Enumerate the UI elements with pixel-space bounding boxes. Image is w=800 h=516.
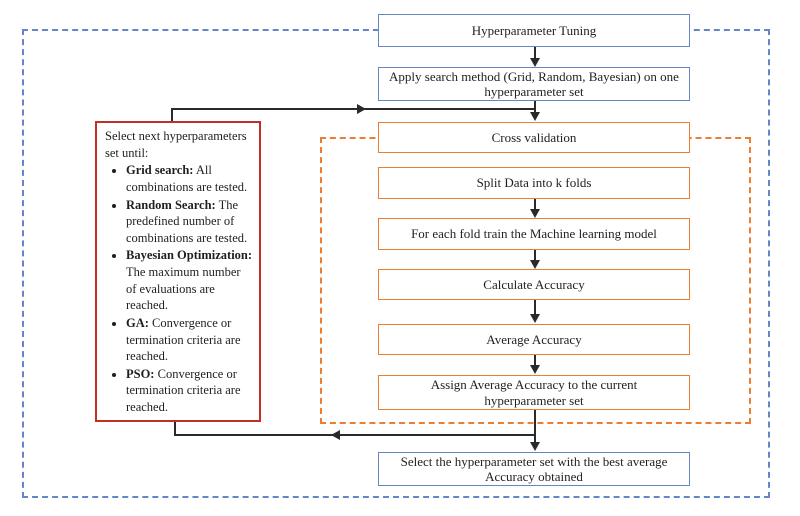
feedback-line — [174, 421, 176, 436]
connector-line — [534, 300, 536, 315]
node-label: For each fold train the Machine learning… — [411, 226, 657, 242]
list-text: The maximum number of evaluations are re… — [126, 265, 241, 313]
termination-criteria-title: Select next hyperparameters set until: — [105, 129, 247, 160]
arrowhead-down-icon — [530, 209, 540, 218]
feedback-line — [171, 108, 536, 110]
arrowhead-down-icon — [530, 314, 540, 323]
list-term: GA: — [126, 315, 149, 330]
list-term: Grid search: — [126, 163, 194, 178]
arrowhead-down-icon — [530, 112, 540, 121]
node-label: Average Accuracy — [486, 331, 582, 347]
list-item-random-search: Random Search: The predefined number of … — [126, 197, 254, 247]
node-assign-average-accuracy: Assign Average Accuracy to the current h… — [378, 375, 690, 410]
connector-line — [534, 199, 536, 210]
node-apply-search-method: Apply search method (Grid, Random, Bayes… — [378, 67, 690, 101]
node-label: Hyperparameter Tuning — [471, 22, 597, 38]
arrowhead-left-icon — [331, 430, 340, 440]
connector-line — [534, 250, 536, 261]
list-term: Random Search: — [126, 197, 216, 212]
list-text: Convergence or termination criteria are … — [126, 315, 241, 364]
connector-line — [534, 410, 536, 443]
arrowhead-right-icon — [357, 104, 366, 114]
node-label: Apply search method (Grid, Random, Bayes… — [389, 68, 679, 99]
node-label: Cross validation — [491, 129, 577, 145]
termination-criteria-panel: Select next hyperparameters set until: G… — [95, 121, 261, 422]
list-item-ga: GA: Convergence or termination criteria … — [126, 315, 254, 365]
list-item-pso: PSO: Convergence or termination criteria… — [126, 366, 254, 416]
node-label: Select the hyperparameter set with the b… — [400, 453, 668, 484]
arrowhead-down-icon — [530, 365, 540, 374]
connector-line — [534, 355, 536, 366]
node-average-accuracy: Average Accuracy — [378, 324, 690, 355]
node-select-best-set: Select the hyperparameter set with the b… — [378, 452, 690, 486]
node-train-model: For each fold train the Machine learning… — [378, 218, 690, 250]
list-text: Convergence or termination criteria are … — [126, 366, 241, 414]
list-item-bayesian-optimization: Bayesian Optimization: The maximum numbe… — [126, 247, 254, 314]
node-split-data: Split Data into k folds — [378, 167, 690, 199]
node-label: Calculate Accuracy — [483, 276, 585, 292]
arrowhead-down-icon — [530, 58, 540, 67]
list-text: The predefined number of combinations ar… — [126, 197, 248, 245]
feedback-line — [171, 109, 173, 122]
node-hyperparameter-tuning: Hyperparameter Tuning — [378, 14, 690, 47]
arrowhead-down-icon — [530, 442, 540, 451]
node-label: Assign Average Accuracy to the current h… — [430, 377, 638, 408]
node-cross-validation: Cross validation — [378, 122, 690, 153]
list-term: PSO: — [126, 366, 155, 381]
connector-line — [534, 101, 536, 113]
node-calculate-accuracy: Calculate Accuracy — [378, 269, 690, 300]
list-term: Bayesian Optimization: — [126, 248, 253, 263]
feedback-line — [174, 434, 536, 436]
node-label: Split Data into k folds — [476, 175, 592, 191]
list-item-grid-search: Grid search: All combinations are tested… — [126, 162, 254, 195]
termination-criteria-list: Grid search: All combinations are tested… — [105, 162, 254, 415]
list-text: All combinations are tested. — [126, 163, 248, 194]
arrowhead-down-icon — [530, 260, 540, 269]
connector-line — [534, 47, 536, 59]
